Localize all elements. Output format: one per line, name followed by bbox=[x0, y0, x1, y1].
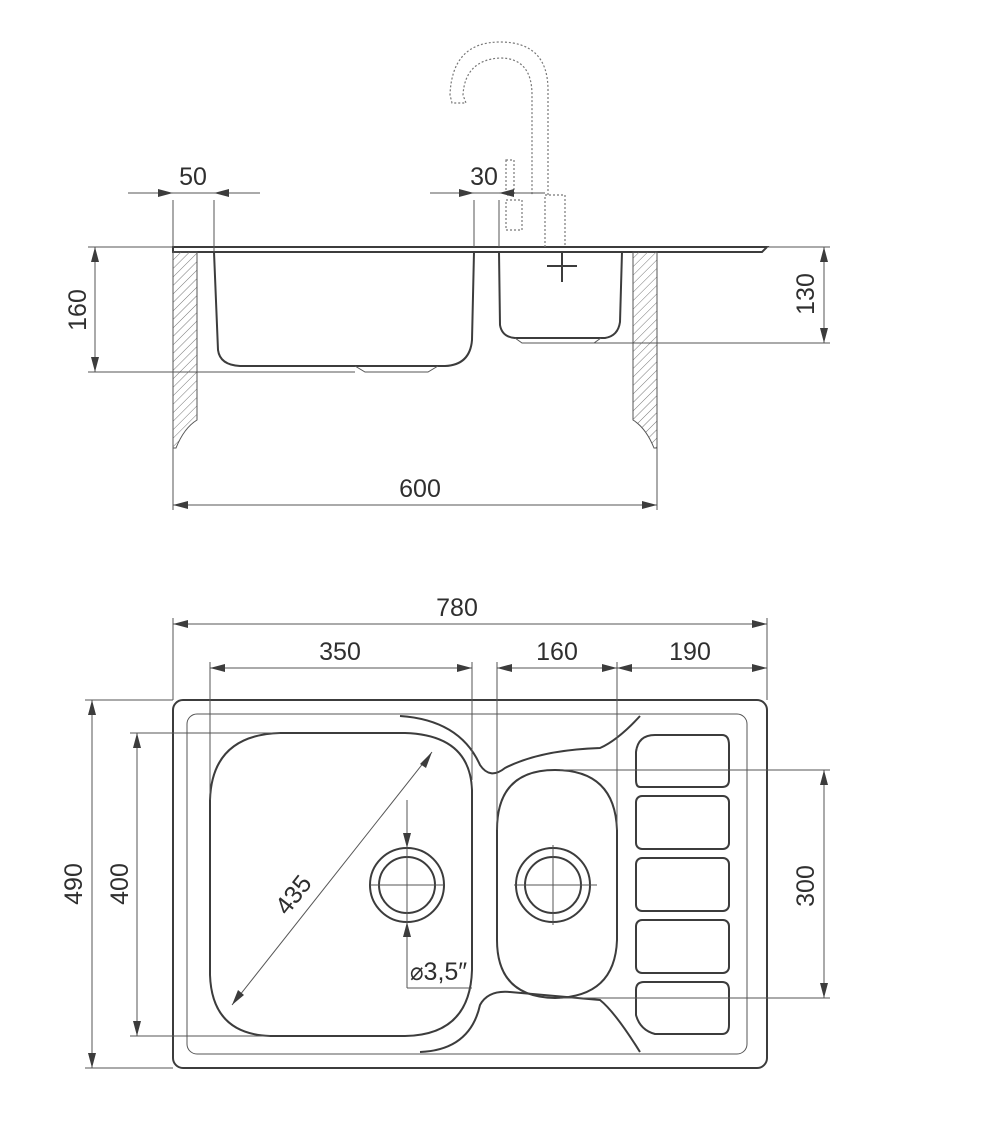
sink-inner-frame bbox=[186, 713, 748, 1055]
dim-drain-label: ⌀3,5″ bbox=[410, 958, 467, 986]
drainer-slot bbox=[635, 857, 730, 912]
small-drain bbox=[514, 845, 597, 925]
dim-diagonal-label: 435 bbox=[270, 870, 318, 920]
drainer-slot bbox=[635, 795, 730, 850]
cabinet-wall-right bbox=[632, 251, 658, 449]
top-view: 780 350 160 190 4 bbox=[60, 594, 830, 1069]
dim-main-depth: 160 bbox=[64, 246, 355, 373]
dim-drainer-width: 190 bbox=[617, 638, 767, 672]
sink-top-plate bbox=[172, 246, 770, 253]
small-bowl-outline bbox=[496, 768, 618, 1000]
drainer-ribs bbox=[635, 734, 730, 1035]
dim-cabinet-width-label: 600 bbox=[399, 475, 441, 503]
dim-total-width: 780 bbox=[173, 594, 767, 628]
dim-right-rim: 30 bbox=[430, 163, 545, 247]
dim-main-bowl-depth-label: 400 bbox=[106, 863, 134, 905]
dim-small-bowl-depth: 300 bbox=[560, 769, 830, 999]
dim-small-depth: 130 bbox=[594, 246, 830, 344]
dim-diagonal: 435 bbox=[231, 751, 433, 1006]
dim-main-bowl-depth: 400 bbox=[106, 732, 280, 1037]
small-bowl-drain bbox=[514, 337, 602, 344]
bowl-divider bbox=[399, 715, 641, 775]
main-bowl-drain bbox=[354, 365, 439, 373]
dim-total-depth: 490 bbox=[60, 699, 173, 1069]
dim-total-depth-label: 490 bbox=[60, 863, 88, 905]
side-view: 50 30 160 130 bbox=[64, 41, 830, 510]
dim-small-bowl-width: 160 bbox=[497, 638, 617, 672]
sink-outer-frame bbox=[172, 699, 768, 1069]
main-bowl-section bbox=[213, 251, 475, 367]
dim-drainer-width-label: 190 bbox=[669, 638, 711, 666]
dim-left-rim: 50 bbox=[128, 163, 260, 252]
drainer-slot bbox=[635, 981, 730, 1035]
dim-drain: ⌀3,5″ bbox=[403, 800, 472, 989]
dim-left-rim-label: 50 bbox=[179, 163, 207, 191]
small-bowl-section bbox=[498, 251, 623, 339]
dim-small-bowl-width-label: 160 bbox=[536, 638, 578, 666]
dim-cabinet-width: 600 bbox=[172, 448, 658, 510]
dim-right-rim-label: 30 bbox=[470, 163, 498, 191]
main-drain bbox=[369, 847, 445, 923]
dim-small-depth-label: 130 bbox=[792, 273, 820, 315]
bowl-divider-bottom bbox=[419, 990, 641, 1053]
faucet-outline bbox=[449, 41, 577, 282]
dim-main-bowl-width: 350 bbox=[210, 638, 472, 672]
cabinet-wall-left bbox=[172, 251, 198, 449]
dim-total-width-label: 780 bbox=[436, 594, 478, 622]
drainer-slot bbox=[635, 734, 730, 788]
main-bowl-outline bbox=[209, 732, 473, 1037]
dim-main-bowl-width-label: 350 bbox=[319, 638, 361, 666]
dim-main-depth-label: 160 bbox=[64, 289, 92, 331]
drainer-slot bbox=[635, 919, 730, 974]
dim-small-bowl-depth-label: 300 bbox=[792, 865, 820, 907]
